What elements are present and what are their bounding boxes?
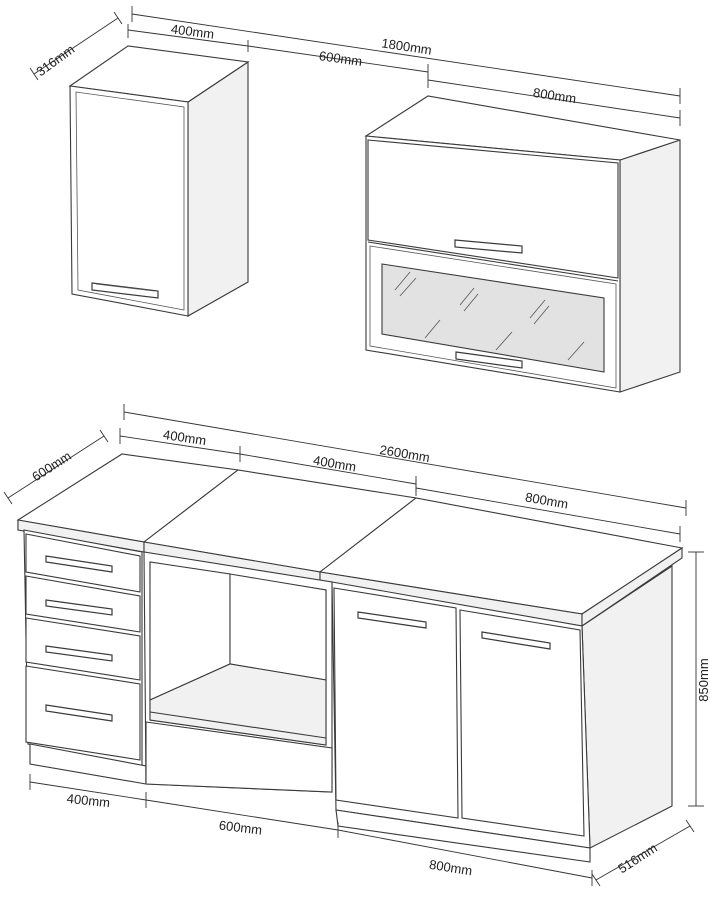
sink-door-right [459, 609, 585, 837]
oven-unit [143, 551, 333, 793]
wall-cabinet-400 [68, 45, 250, 317]
height-label: 850mm [696, 658, 711, 701]
sink-unit [331, 564, 673, 863]
upper-gap-width-label: 600mm [318, 48, 363, 69]
glass-cabinet-width-label: 800mm [532, 85, 577, 106]
glass-panel [381, 263, 605, 373]
lower-dimension-lines [3, 404, 704, 887]
sink-unit-base-width-label: 800mm [428, 857, 473, 879]
drawer-unit-width-label: 400mm [162, 427, 207, 448]
wall-cabinet-width-label: 400mm [170, 21, 215, 42]
glass-cabinet-upper-handle [454, 239, 523, 254]
wall-cabinet-handle [91, 282, 159, 299]
glass-cabinet-lower-handle [455, 351, 523, 369]
lower-total-width-label: 2600mm [379, 442, 431, 465]
drawer-unit-base-width-label: 400mm [66, 791, 111, 810]
oven-unit-top-width-label: 400mm [312, 453, 357, 475]
drawer-2 [25, 575, 141, 633]
drawer-unit [23, 529, 147, 785]
sink-unit-top-width-label: 800mm [524, 489, 569, 511]
upper-dimension-lines [29, 6, 681, 126]
glass-reflections [394, 271, 585, 361]
drawer-3 [25, 617, 141, 681]
oven-unit-base-width-label: 600mm [218, 817, 263, 837]
lower-depth-label: 600mm [29, 448, 74, 484]
sink-door-left [333, 587, 459, 819]
upper-depth-label: 316mm [33, 42, 77, 80]
glass-cabinet-800 [364, 95, 681, 393]
lower-kitchen-units [16, 453, 684, 863]
base-depth-label: 516mm [615, 840, 660, 876]
upper-total-width-label: 1800mm [381, 35, 433, 57]
